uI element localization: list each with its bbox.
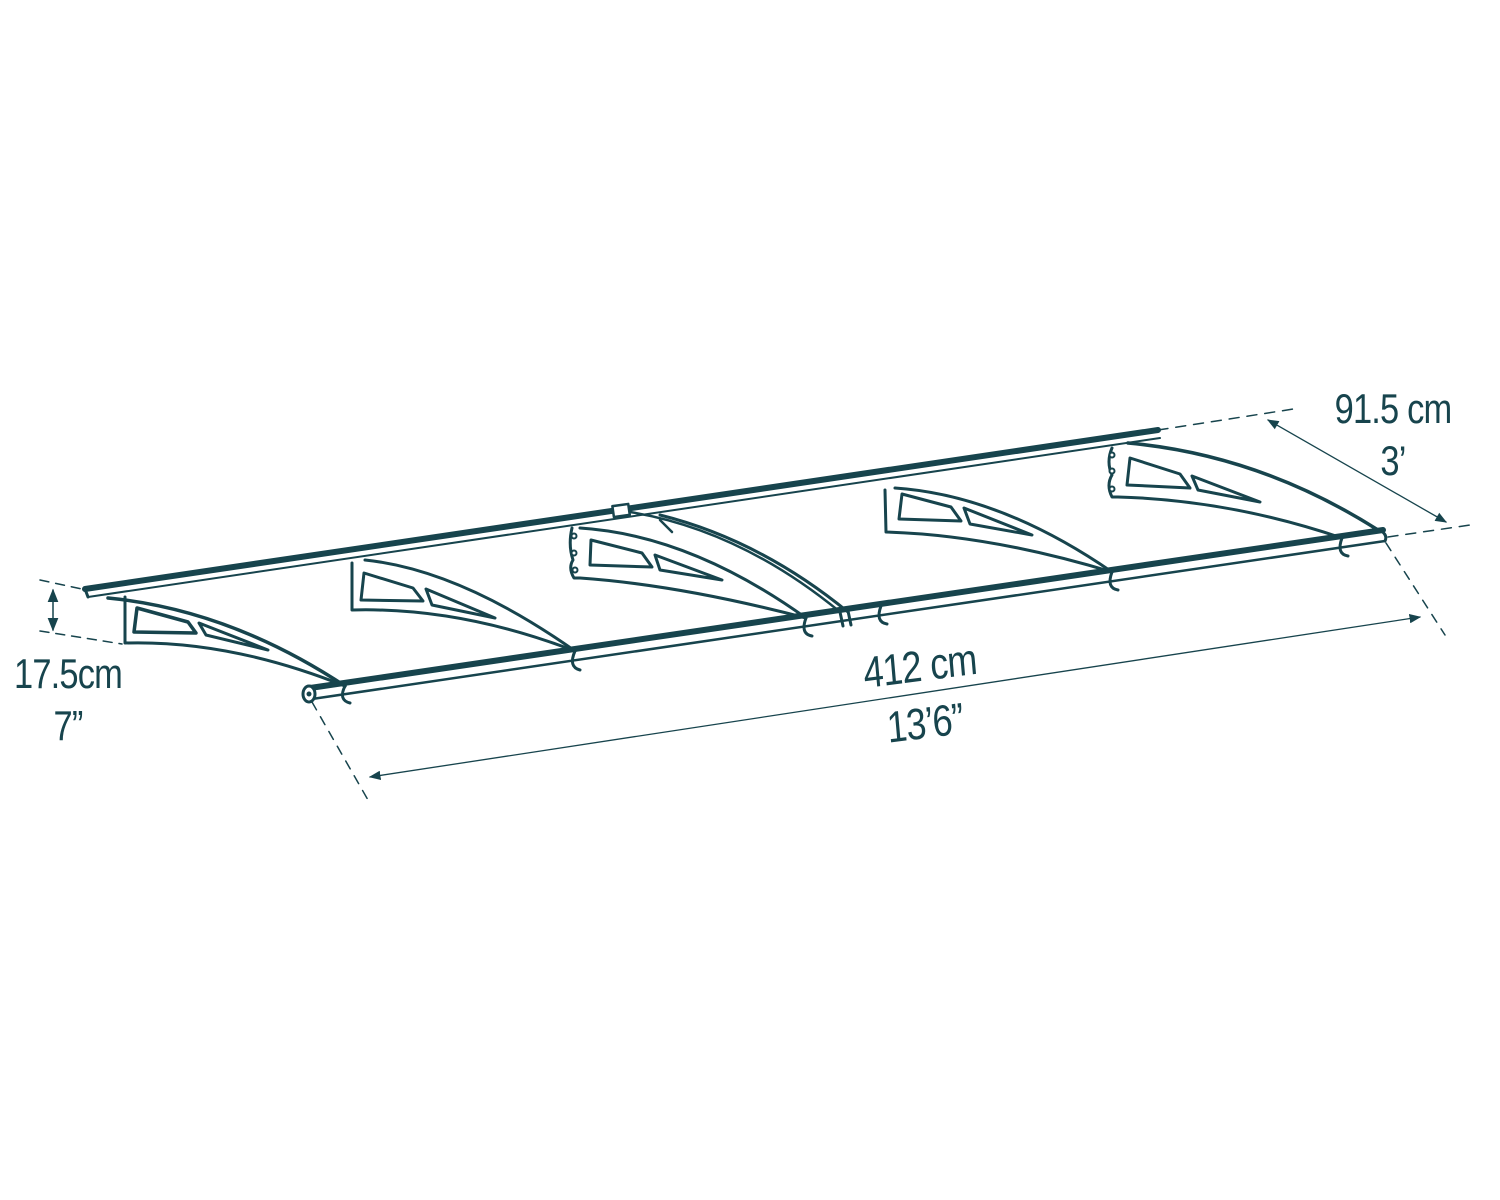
height-imperial-label: 7” — [53, 702, 83, 749]
height-metric-label: 17.5cm — [13, 650, 123, 697]
dimension-width — [311, 542, 1446, 801]
support-bracket-3 — [568, 510, 850, 620]
support-bracket-2 — [350, 558, 577, 653]
dimension-height — [39, 579, 123, 645]
depth-metric-label: 91.5 cm — [1334, 385, 1453, 432]
back-wall-rail — [82, 427, 1161, 599]
support-bracket-4 — [883, 486, 1114, 574]
depth-imperial-label: 3’ — [1380, 437, 1406, 484]
front-rail — [301, 527, 1388, 705]
support-bracket-1 — [106, 595, 347, 688]
support-bracket-5 — [1107, 441, 1380, 540]
dimension-depth — [1157, 407, 1471, 538]
